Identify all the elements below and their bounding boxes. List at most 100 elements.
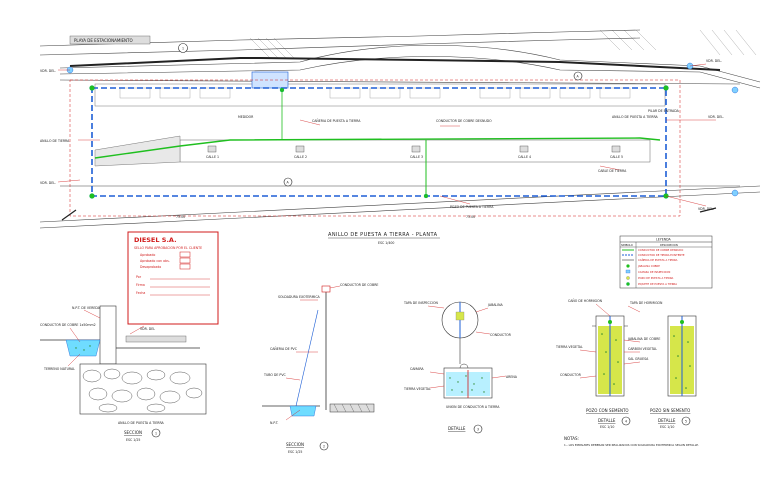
grounding-ring [91,87,667,197]
pozo-sin-title: POZO SIN SEMENTO [650,408,690,413]
section-label-1: CALLE 1 [206,155,219,159]
vdr-label-right-bottom: VDR. DEL. [698,207,714,211]
svg-text:1: 1 [182,47,184,51]
dim-bottom-left: 73.00 [176,215,185,219]
section-label-2: CALLE 2 [294,155,307,159]
platform-columns [207,145,621,153]
conductor-label-center: CONDUCTOR DE COBRE DESNUDO [436,119,492,123]
rock-pattern [82,368,203,413]
legend-item-7: PIQUETE DE PUESTA A TIERRA [638,282,677,286]
detail-a-title: DETALLE [448,426,466,431]
legend-item-3: CAÑERIA DE PUESTA A TIERRA [638,257,678,262]
section-a-label-4: VDR. DEL [140,327,155,331]
detail-pozo-sin: POZO SIN SEMENTO DETALLE 5 ESC 1/10 [650,315,697,429]
pozo-sin-scale: ESC 1/10 [660,425,674,429]
arrow-marker-right [699,207,717,213]
detail-a-label-2: JABALINA [487,303,504,307]
section-label-3: CALLE 3 [410,155,423,159]
section-b-title: SECCION [286,442,304,447]
detail-a-label-4: CAMARA [410,367,424,371]
pozo-label-5: SAL GRUESA [628,357,649,361]
approval-checkbox-1[interactable] [179,251,191,258]
section-a-label-2: CONDUCTOR DE COBRE 1x50mm2 [40,323,96,327]
road-lines [39,29,761,229]
detail-a-number: 3 [477,428,479,432]
detail-section-b: CONDUCTOR DE COBRE SOLDADURA EXOTERMICA … [262,283,378,454]
section-b-label-1: CONDUCTOR DE COBRE [340,283,378,287]
detail-jabalina: TAPA DE INSPECCION JABALINA CONDUCTOR CA… [403,301,518,434]
section-a-label-1: N.P.T. DE VEREDA [72,306,101,310]
section-a-number: 1 [155,432,157,436]
pozo-label-2: TAPA DE HORMIGON [629,301,663,305]
legend-col-desc: DESCRIPCION [660,243,678,247]
nota-label-right: ANILLO DE PUESTA A TIERRA [612,115,659,119]
detail-section-a: N.P.T. DE VEREDA CONDUCTOR DE COBRE 1x50… [40,305,207,442]
company-name: DIESEL S.A. [134,236,177,244]
section-b-number: 2 [323,445,325,449]
red-callouts [57,63,716,207]
notes-text: 1.- LOS EMPALMES DEBERAN SER REALIZADOS … [564,443,699,447]
approval-row-1: Aprobado [140,253,155,257]
svg-text:A: A [577,75,580,79]
hatch-top [249,29,757,59]
field-fecha: Fecha [136,291,145,295]
pozo-con-caption: DETALLE [598,418,616,423]
header-label: PLAYA DE ESTACIONAMIENTO [74,38,133,43]
notes-title: NOTAS: [564,436,579,441]
plan-view: PLAYA DE ESTACIONAMIENTO CALLE 1 [39,29,761,245]
arrow-marker-left [61,209,77,221]
pozo-sin-caption: DETALLE [658,418,676,423]
section-label-4: CALLE 4 [518,155,531,159]
detail-a-subtitle: UNION DE CONDUCTOR A TIERRA [446,405,500,409]
section-b-scale: ESC 1/25 [288,450,302,454]
pozo-sin-number: 5 [685,420,687,424]
field-por: Por [136,275,142,279]
property-limit [69,79,681,217]
section-b-label-4: TUBO DE PVC [263,373,287,377]
legend-title: LEYENDA [656,238,672,242]
anillo-label-left: ANILLO DE TIERRA [40,139,70,143]
section-a-caption: ANILLO DE PUESTA A TIERRA [118,421,165,425]
detail-marker-top: 1 [178,43,188,53]
pilar-label: PILAR DE ENTRADA [648,109,680,113]
vdr-label-right-mid: VDR. DEL. [708,115,724,119]
pozo-label-3: JABALINA DE COBRE [627,337,660,341]
detail-a-label-6: ARENA [506,375,518,379]
header-label-box [69,35,151,45]
pozo-con-scale: ESC 1/10 [600,425,614,429]
approval-row-2: Aprobado con obs. [140,259,170,263]
plan-scale: ESC 1/400 [378,241,394,245]
pozo-con-title: POZO CON SEMENTO [586,408,629,413]
section-b-label-5: N.P.T. [270,421,278,425]
field-firma: Firma [136,283,145,287]
vdr-points [66,62,739,197]
pozo-callouts: CAÑO DE HORMIGON TAPA DE HORMIGON JABALI… [555,298,663,379]
vdr-label-right-top: VDR. DEL. [706,59,722,63]
section-a-scale: ESC 1/25 [126,438,140,442]
building-strip [94,83,666,107]
pozo-bottom-label: POZO DE PUESTA A TIERRA [450,205,494,209]
building-cells [119,87,631,99]
detail-pozo-con: POZO CON SEMENTO DETALLE 4 ESC 1/10 [586,315,631,429]
ramp [94,135,181,167]
legend-item-5: CAMARA DE INSPECCION [638,270,670,274]
legend-item-6: POZO DE PUESTA A TIERRA [638,276,674,280]
dim-bottom-right: 73.00 [466,215,475,219]
pozo-label-7: CONDUCTOR [560,373,582,377]
legend-symbols [622,249,634,286]
pozo-con-number: 4 [625,420,627,424]
approval-checkbox-3[interactable] [179,263,191,270]
medidor-label: MEDIDOR [238,115,254,119]
approval-row-3: Desaprobado [140,265,161,269]
approval-subtitle: SELLO PARA APROBACION POR EL CLIENTE [134,246,202,250]
section-b-label-3: CAÑERIA DE PVC [270,346,298,351]
gravel-dots [449,375,485,393]
cable-tierra-label: CABLE DE TIERRA [598,169,627,173]
title-block: DIESEL S.A. SELLO PARA APROBACION POR EL… [127,231,219,325]
section-a-title: SECCION [124,430,142,435]
detail-a-label-5: TIERRA VEGETAL [403,387,431,391]
approval-checkbox-2[interactable] [179,257,191,264]
track-top [69,57,721,71]
pozo-label-6: TIERRA VEGETAL [555,345,583,349]
